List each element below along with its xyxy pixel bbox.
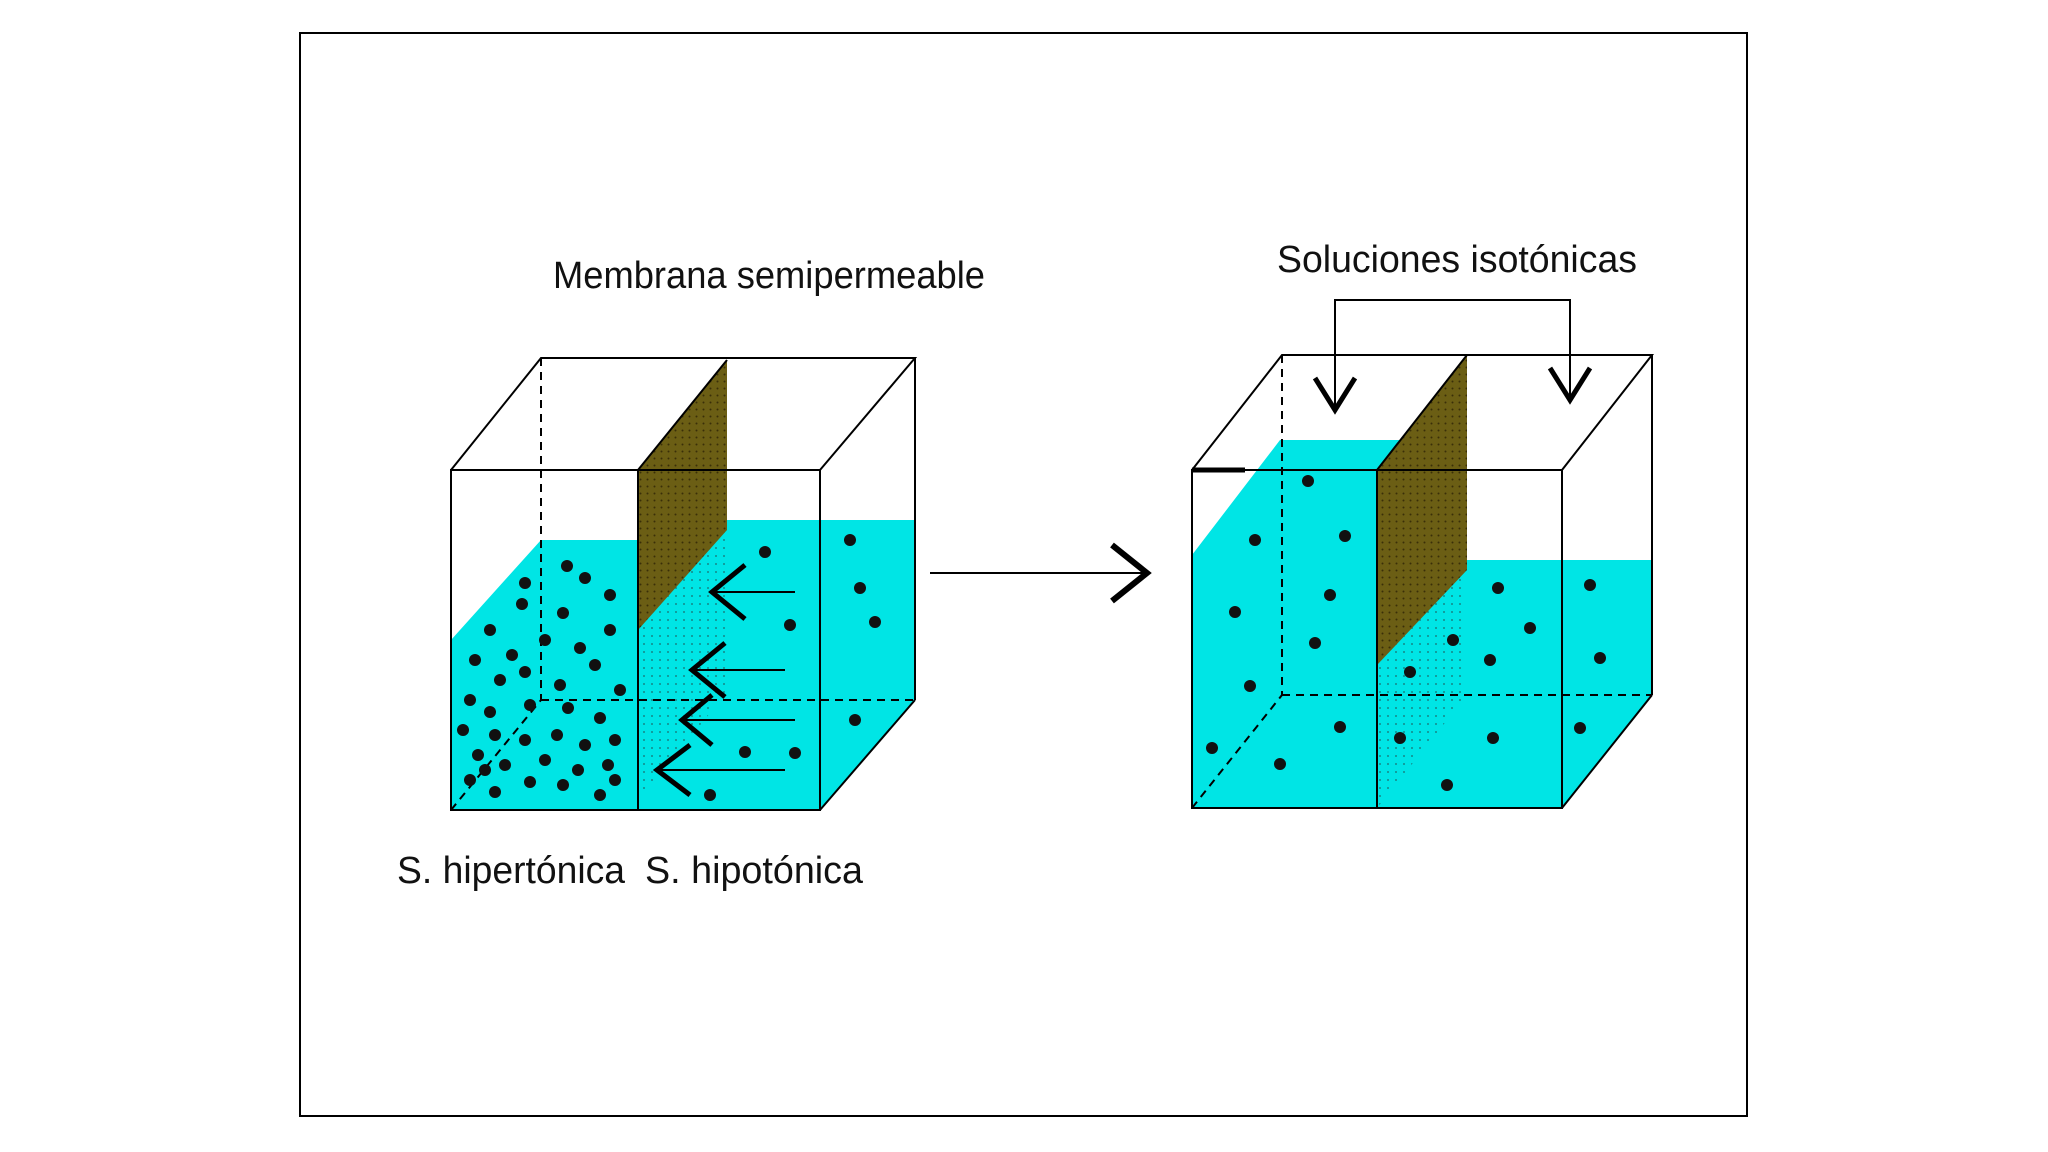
isotonic-particles-right bbox=[1394, 579, 1606, 791]
arrow-down-icon bbox=[1312, 299, 1593, 415]
membrane-submerged-right bbox=[1377, 565, 1467, 808]
outer-frame bbox=[299, 32, 1748, 1117]
membrane-submerged bbox=[638, 525, 725, 800]
hypertonic-label: S. hipertónica bbox=[397, 850, 626, 892]
right-tank bbox=[1191, 299, 1655, 809]
left-tank-edges bbox=[450, 357, 918, 811]
right-tank-edges bbox=[1191, 354, 1655, 809]
membrane-panel bbox=[638, 360, 727, 630]
left-tank bbox=[450, 357, 918, 811]
hypertonic-particles bbox=[457, 560, 626, 801]
membrane-panel-right bbox=[1377, 355, 1467, 665]
hypotonic-particles bbox=[704, 534, 881, 801]
right-tank-hidden-edges bbox=[1191, 355, 1652, 809]
membrane-label: Membrana semipermeable bbox=[553, 255, 985, 297]
isotonic-particles-left bbox=[1206, 475, 1351, 770]
arrow-right-icon bbox=[930, 542, 1152, 604]
isotonic-label: Soluciones isotónicas bbox=[1277, 239, 1637, 281]
hypotonic-label: S. hipotónica bbox=[645, 850, 864, 892]
arrow-left-icon bbox=[652, 563, 795, 797]
hypotonic-water bbox=[638, 520, 915, 810]
isotonic-water-left bbox=[1192, 440, 1467, 808]
